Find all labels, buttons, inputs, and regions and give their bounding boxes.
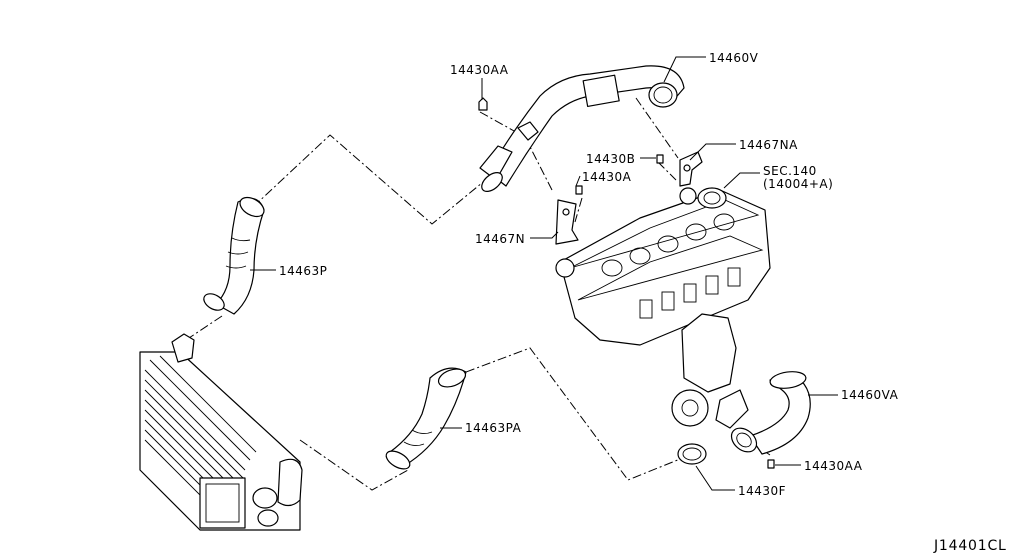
label-sec140-line1: SEC.140	[763, 164, 817, 178]
label-14430AA-top: 14430AA	[450, 63, 509, 77]
label-14460V: 14460V	[709, 51, 759, 65]
diagram-reference-code: J14401CL	[933, 538, 1007, 554]
label-14430B: 14430B	[586, 152, 635, 166]
part-labels: 14430AA 14460V 14467NA 14430B SEC.140 (1…	[279, 51, 1007, 554]
bracket-14467N	[555, 199, 579, 245]
label-14430A: 14430A	[582, 170, 632, 184]
turbo-outlet-tube-14460V	[479, 65, 685, 192]
leader-lines	[250, 56, 838, 491]
tube-14460VA	[730, 371, 811, 455]
air-hose-14463PA	[385, 367, 467, 470]
label-14430F: 14430F	[738, 484, 786, 498]
label-14460VA: 14460VA	[841, 388, 899, 402]
bolts	[478, 97, 775, 469]
gasket-14430F	[677, 443, 707, 465]
label-14463PA: 14463PA	[465, 421, 522, 435]
air-hose-14463P	[203, 196, 265, 315]
engine-cylinder-head	[555, 187, 771, 429]
label-sec140-line2: (14004+A)	[763, 177, 833, 191]
label-14467N: 14467N	[475, 232, 525, 246]
assembly-dashed-lines	[185, 97, 771, 491]
label-14463P: 14463P	[279, 264, 327, 278]
bracket-14467NA	[679, 151, 703, 187]
label-14430AA-bottom: 14430AA	[804, 459, 863, 473]
label-14467NA: 14467NA	[739, 138, 798, 152]
intercooler	[139, 333, 303, 531]
